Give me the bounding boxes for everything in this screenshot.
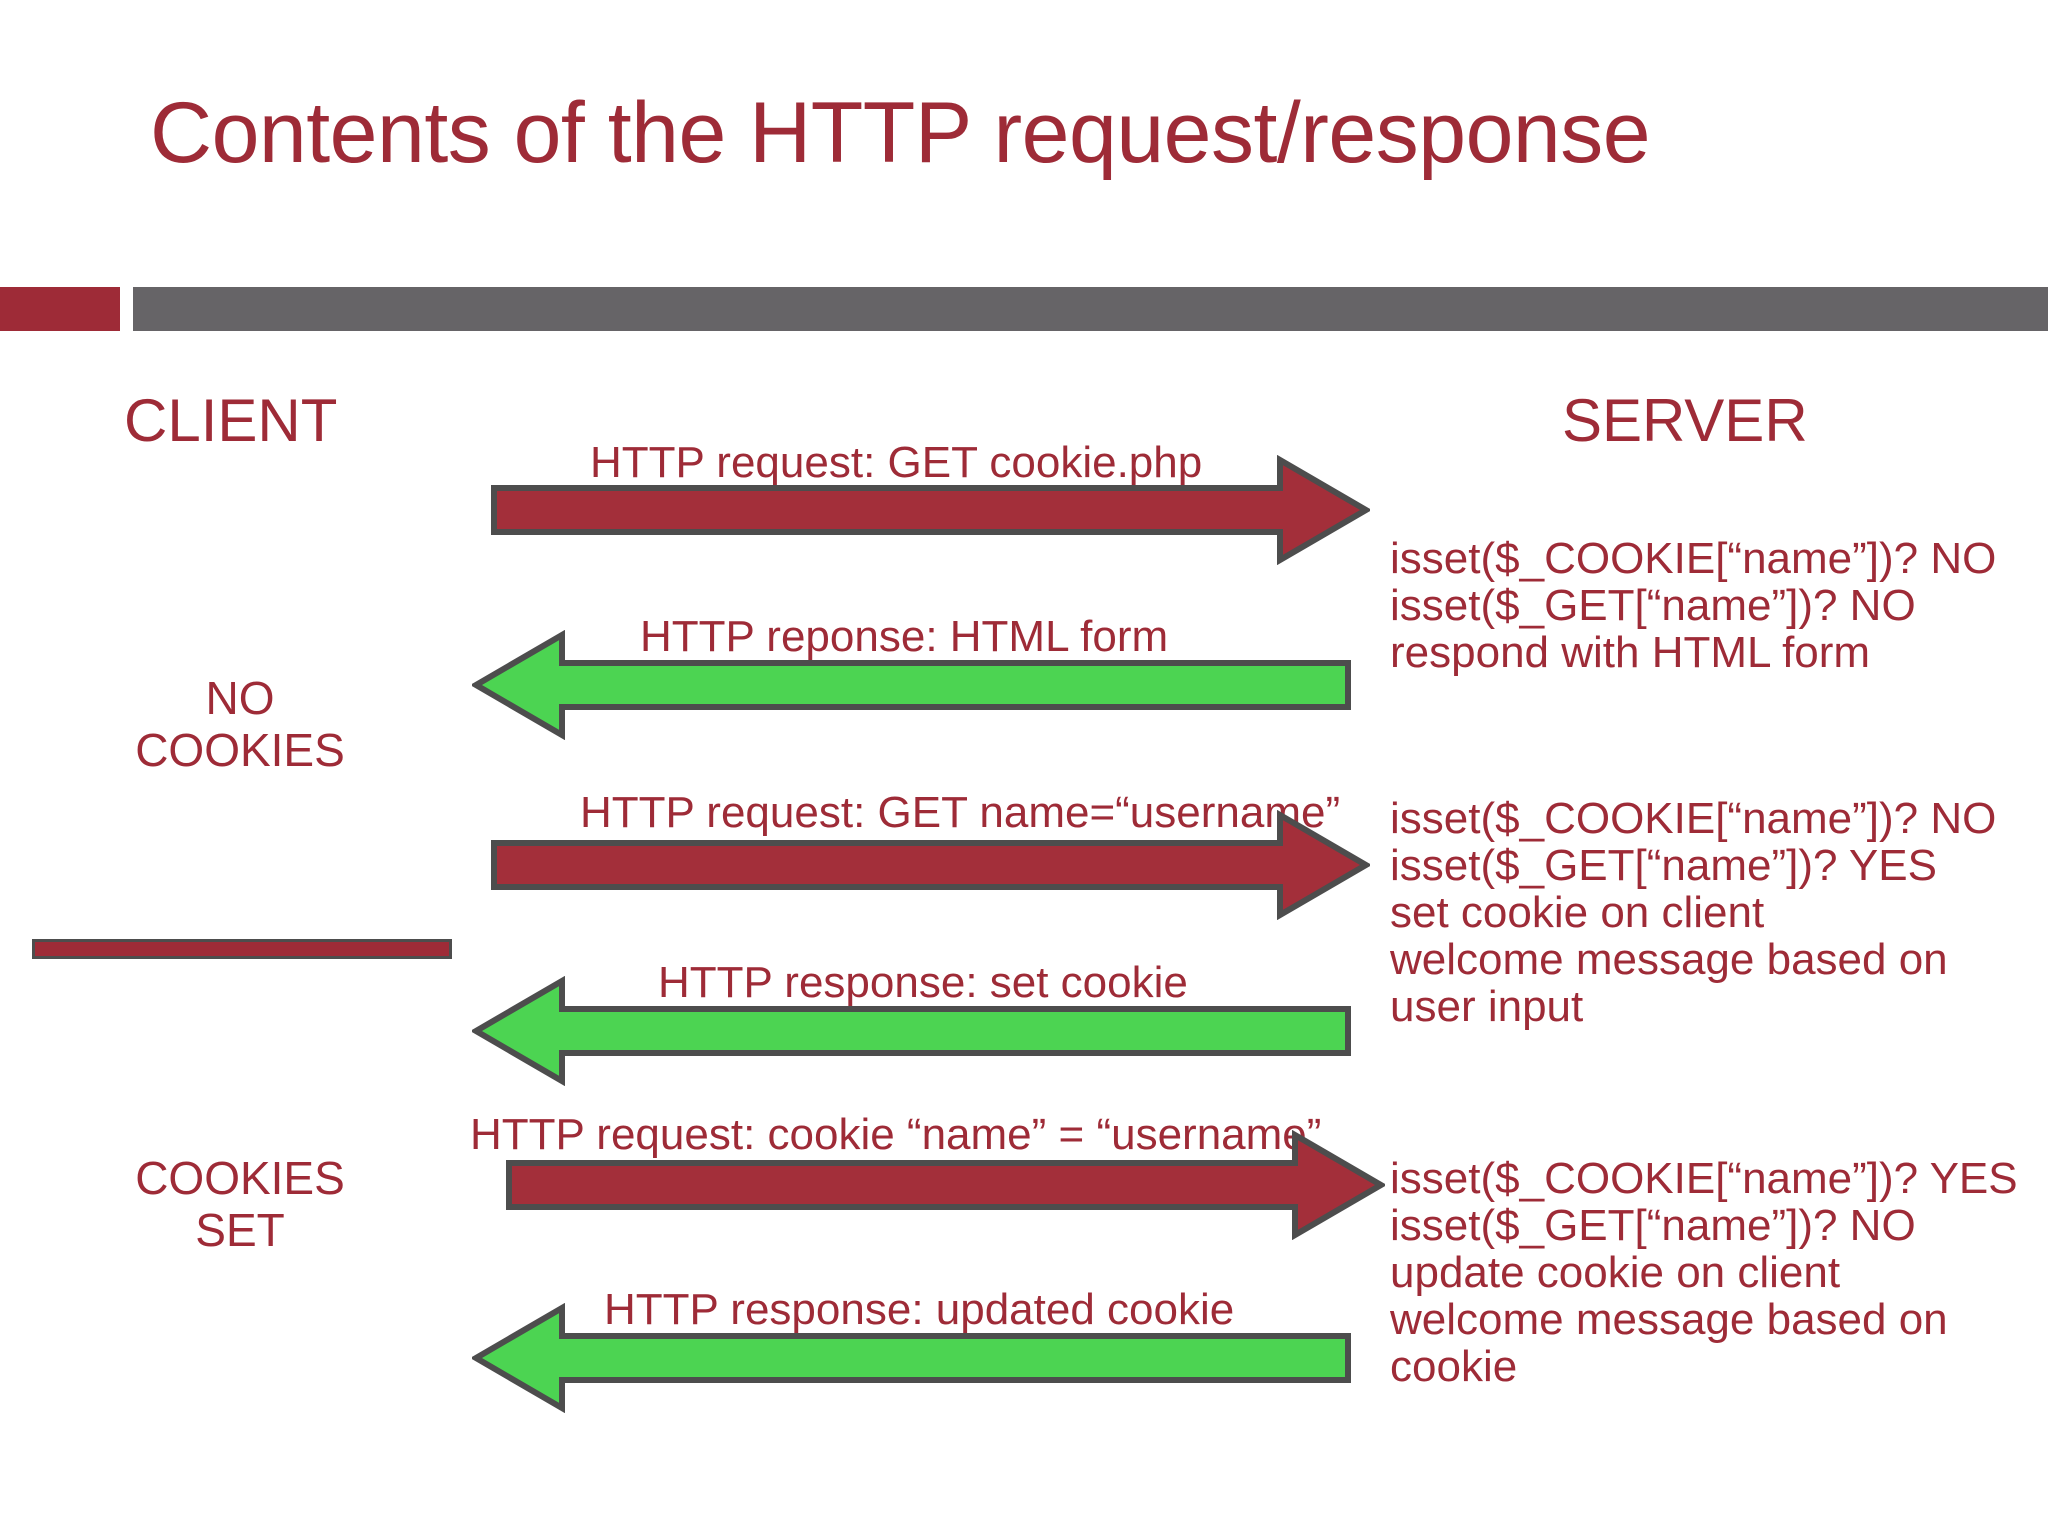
server-note-line: isset($_GET[“name”])? NO (1390, 1201, 1916, 1251)
message-caption-2: HTTP reponse: HTML form (640, 612, 1169, 661)
server-note-line: isset($_COOKIE[“name”])? NO (1390, 534, 1997, 583)
server-note-line: isset($_GET[“name”])? YES (1390, 841, 1937, 891)
message-arrow-1-request-right (490, 455, 1370, 565)
message-caption-6: HTTP response: updated cookie (604, 1285, 1235, 1334)
server-note-line: cookie (1390, 1342, 1518, 1392)
server-note-block-2: isset($_COOKIE[“name”])? NO isset($_GET[… (1390, 795, 2048, 1030)
server-note-line: user input (1390, 982, 1584, 1032)
message-arrow-3-request-right (490, 810, 1370, 920)
message-arrow-4-response-left (472, 976, 1352, 1086)
message-arrow-2-response-left (472, 630, 1352, 740)
server-note-line: welcome message based on (1390, 935, 1948, 985)
header-rule-accent (0, 287, 120, 331)
header-rule-gray (133, 287, 2048, 331)
column-heading-client: CLIENT (124, 387, 338, 454)
message-caption-5: HTTP request: cookie “name” = “username” (470, 1110, 1322, 1159)
server-note-line: respond with HTML form (1390, 628, 1871, 678)
message-arrow-5-request-right (505, 1130, 1385, 1240)
message-caption-1: HTTP request: GET cookie.php (590, 438, 1203, 487)
server-note-block-1: isset($_COOKIE[“name”])? NO isset($_GET[… (1390, 535, 2048, 676)
server-note-line: set cookie on client (1390, 888, 1765, 938)
client-state-line2: COOKIES (135, 724, 345, 777)
column-heading-server: SERVER (1562, 387, 1808, 454)
client-state-line2: SET (195, 1204, 285, 1257)
server-note-line: isset($_GET[“name”])? NO (1390, 581, 1916, 631)
message-caption-3: HTTP request: GET name=“username” (580, 788, 1341, 837)
server-note-block-3: isset($_COOKIE[“name”])? YES isset($_GET… (1390, 1155, 2048, 1390)
client-state-divider-bar (32, 939, 452, 959)
message-arrow-6-response-left (472, 1303, 1352, 1413)
server-note-line: isset($_COOKIE[“name”])? YES (1390, 1154, 2018, 1203)
message-caption-4: HTTP response: set cookie (658, 958, 1188, 1007)
client-state-line1: COOKIES (135, 1152, 345, 1204)
page-title: Contents of the HTTP request/response (150, 85, 1651, 181)
server-note-line: isset($_COOKIE[“name”])? NO (1390, 794, 1997, 843)
client-state-cookies-set: COOKIES SET (30, 1152, 450, 1257)
client-state-no-cookies: NO COOKIES (30, 672, 450, 777)
client-state-line1: NO (205, 672, 275, 724)
server-note-line: welcome message based on (1390, 1295, 1948, 1345)
server-note-line: update cookie on client (1390, 1248, 1841, 1298)
